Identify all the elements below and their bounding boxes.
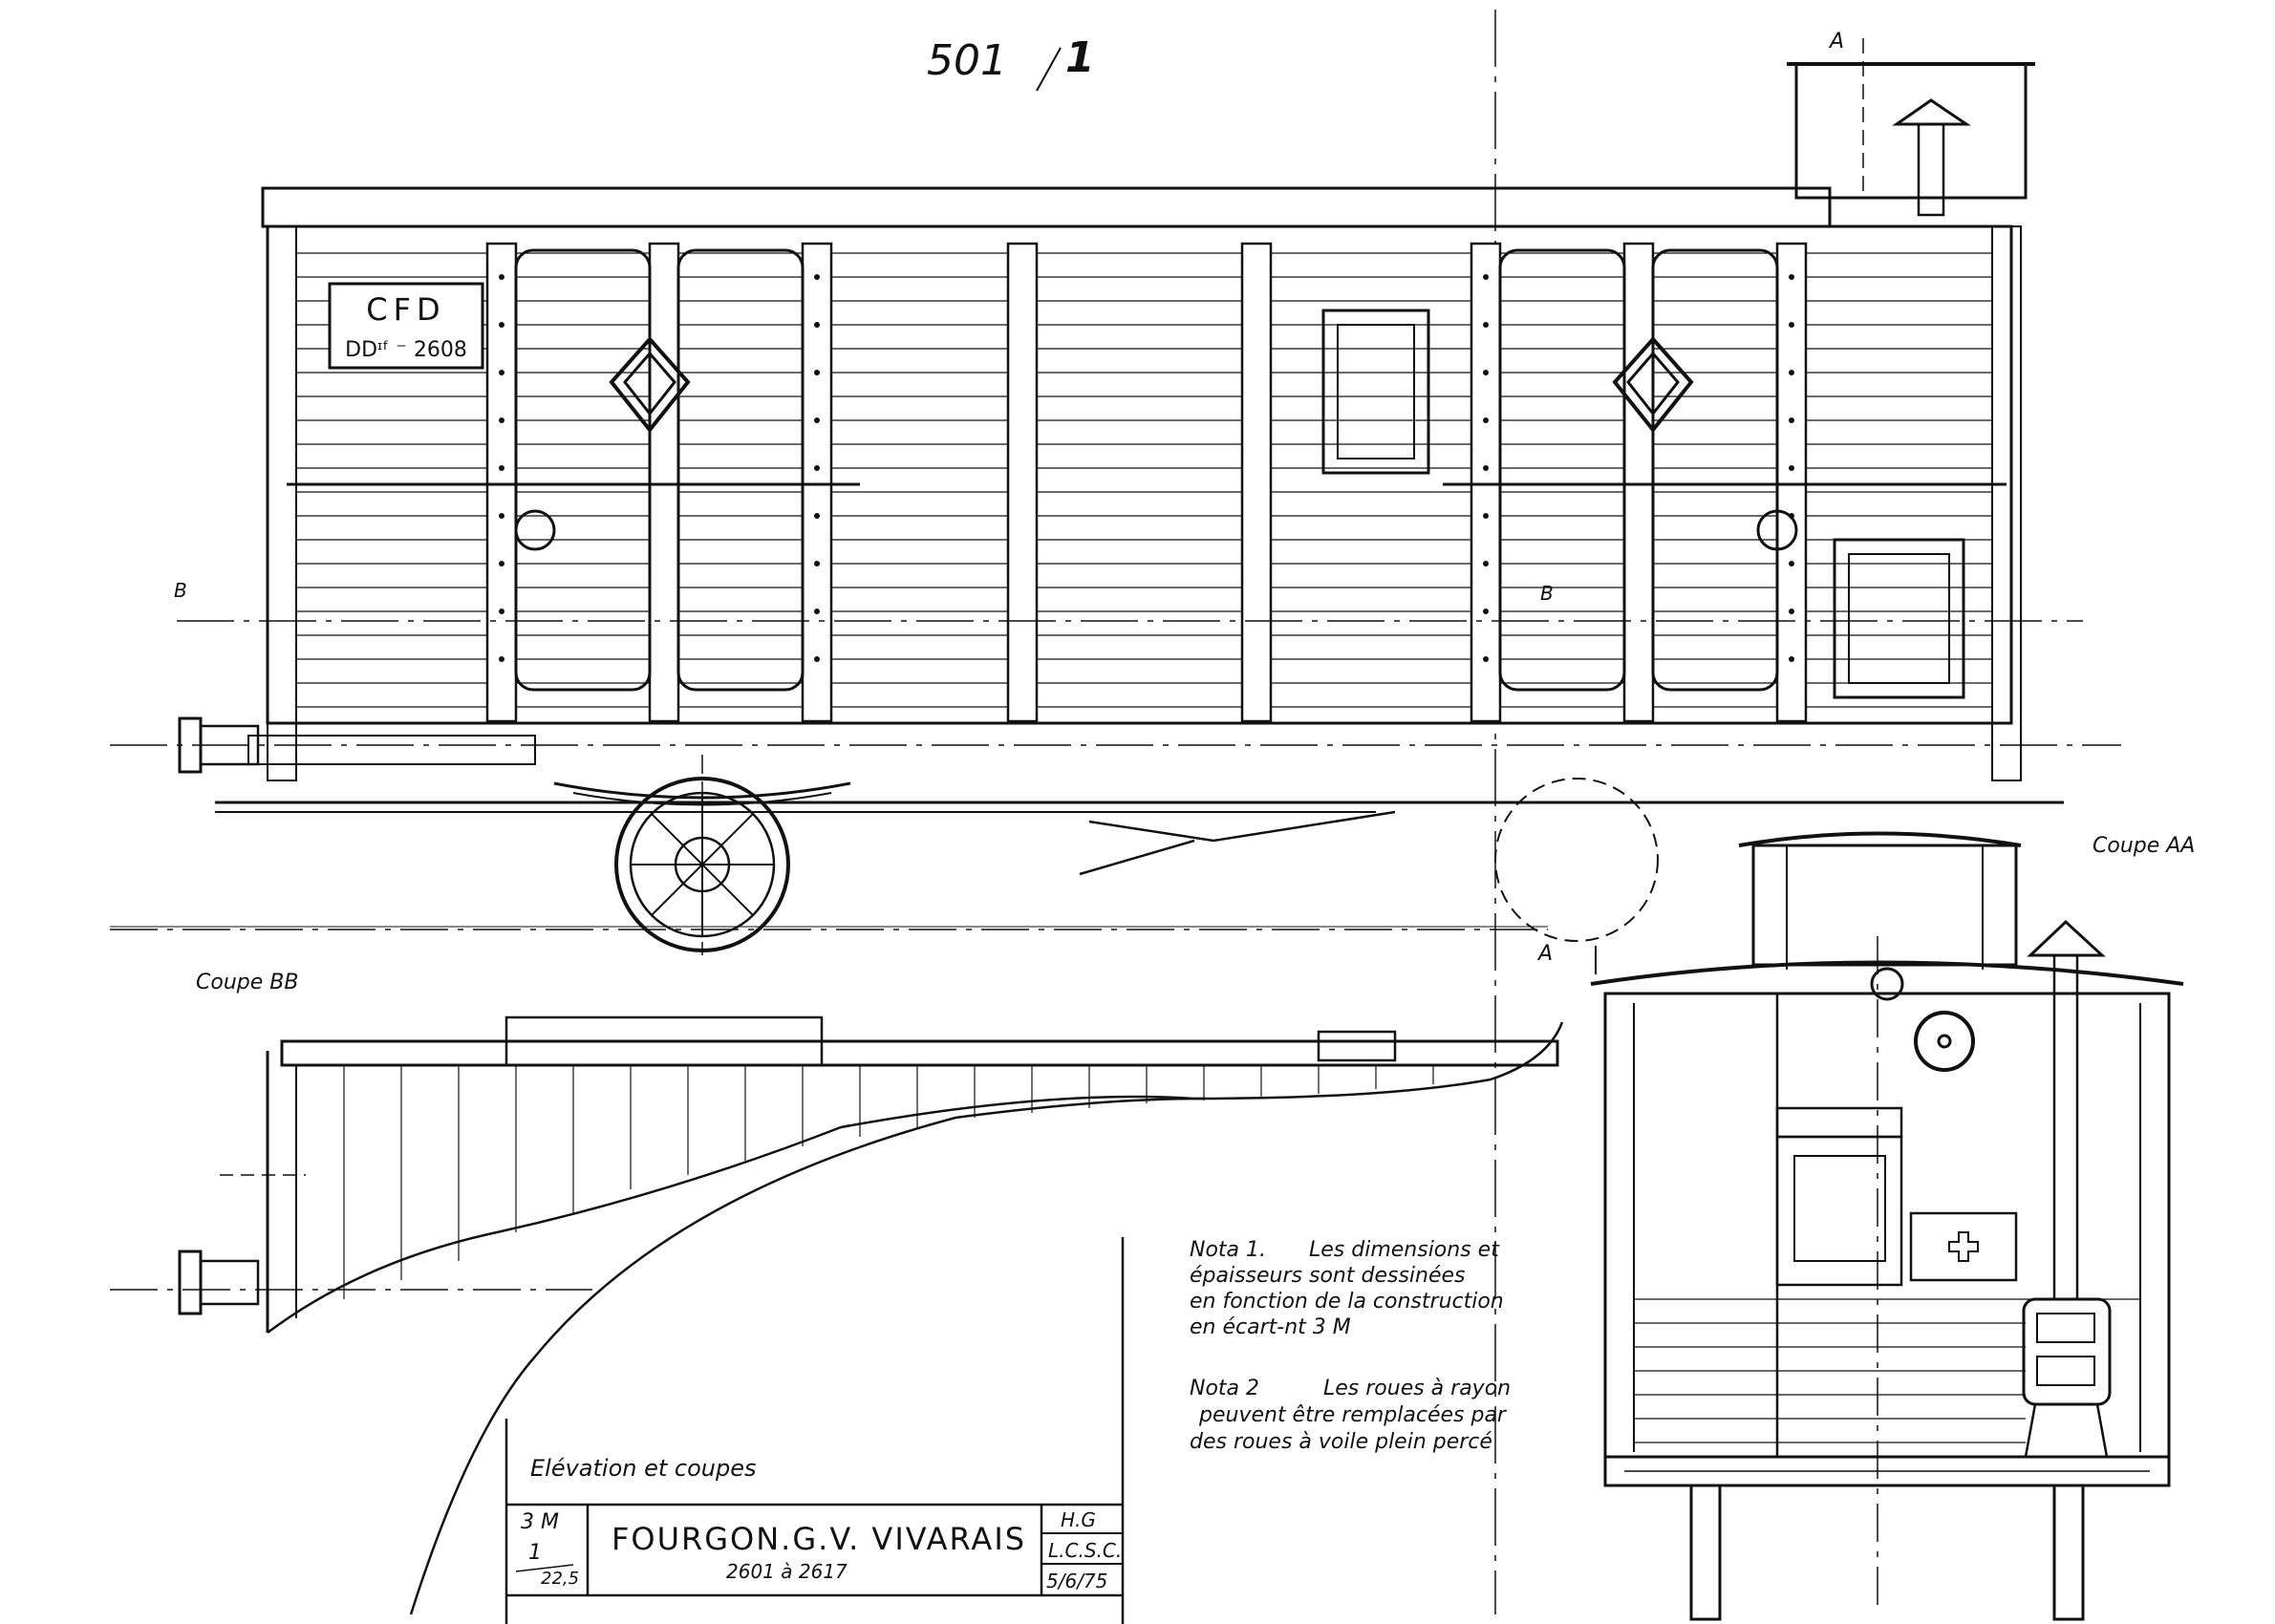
- nota2-title: Nota 2: [1190, 1377, 1259, 1400]
- sliding-door-left: [514, 248, 805, 692]
- break-line-lower: [409, 1097, 1205, 1615]
- organization: L.C.S.C.: [1048, 1539, 1122, 1562]
- car-number: DDᶦᶠ ⁻ 2608: [345, 338, 467, 362]
- section-bb: Coupe BB: [110, 971, 1564, 1615]
- sheet-number-sub: 1: [1065, 33, 1095, 82]
- sheet-number: 501 1: [927, 33, 1095, 92]
- nota2-line-3: des roues à voile plein percé: [1190, 1430, 1492, 1454]
- cupola-roof: [1738, 831, 2022, 847]
- side-window: [1321, 309, 1430, 475]
- section-b-label-right: B: [1540, 582, 1554, 605]
- nota1-title: Nota 1.: [1190, 1238, 1266, 1262]
- wheel-right-hidden: [1494, 778, 1659, 942]
- section-b-label-left: B: [174, 579, 187, 602]
- chimney: [1917, 122, 1945, 217]
- gauge: 3 M: [521, 1510, 559, 1534]
- bb-planks: [343, 1065, 1434, 1299]
- stove-pipe: [2052, 953, 2079, 1301]
- sheet-number-main: 501: [927, 36, 1007, 85]
- rivets: [499, 274, 1794, 662]
- break-line-upper: [267, 1021, 1564, 1335]
- notes-block: Nota 1. Les dimensions et épaisseurs son…: [1190, 1238, 1511, 1454]
- nota1-line-2: épaisseurs sont dessinées: [1190, 1264, 1466, 1288]
- title-subtitle: Elévation et coupes: [530, 1455, 757, 1482]
- title-block: Elévation et coupes 3 M 1 22,5 FOURGON.G…: [504, 1237, 1125, 1624]
- drawing-title: FOURGON.G.V. VIVARAIS: [612, 1521, 1026, 1557]
- nota1-line-4: en écart-nt 3 M: [1190, 1315, 1351, 1339]
- brake-wheel: [1914, 1011, 1975, 1072]
- nota2-line-1: Les roues à rayon: [1323, 1377, 1511, 1400]
- lookout-cupola: [1794, 62, 2028, 200]
- section-a-label-bottom: A: [1536, 942, 1553, 966]
- car-roof-section: [1590, 960, 2184, 986]
- scale-denominator: 22,5: [541, 1569, 579, 1589]
- nota1-line-3: en fonction de la construction: [1190, 1290, 1504, 1314]
- floor-section: [1603, 1455, 2171, 1487]
- section-aa-title: Coupe AA: [2093, 834, 2195, 858]
- car-marking: CFD: [366, 291, 445, 328]
- author: H.G: [1061, 1508, 1096, 1531]
- cabinet: [1775, 1135, 1903, 1287]
- door-handle-right: [1756, 509, 1798, 551]
- side-elevation: CFD DDᶦᶠ ⁻ 2608 A: [110, 30, 2121, 974]
- section-a-label-top: A: [1828, 30, 1844, 53]
- section-aa: Coupe AA: [1590, 831, 2195, 1621]
- cabinet-door: [1833, 538, 1965, 699]
- plank-lines: [296, 252, 1992, 708]
- aa-planks: [1634, 1298, 2140, 1443]
- car-body-section: [1603, 992, 2171, 1459]
- scale-numerator: 1: [528, 1541, 542, 1565]
- floor-plan-edge: [280, 1039, 1559, 1067]
- door-handle-left: [514, 509, 556, 551]
- marking-plate: [328, 282, 484, 370]
- first-aid-box: [1909, 1211, 2018, 1282]
- car-numbers: 2601 à 2617: [726, 1560, 848, 1583]
- nota2-line-2: peuvent être remplacées par: [1198, 1403, 1508, 1427]
- seat: [1775, 1106, 1903, 1139]
- body-posts: [485, 242, 1808, 723]
- nota1-line-1: Les dimensions et: [1309, 1238, 1500, 1262]
- roof: [261, 186, 1832, 228]
- first-aid-cross-icon: [1948, 1231, 1979, 1262]
- section-bb-title: Coupe BB: [196, 971, 298, 994]
- sliding-door-right: [1498, 248, 1779, 692]
- date: 5/6/75: [1046, 1570, 1107, 1592]
